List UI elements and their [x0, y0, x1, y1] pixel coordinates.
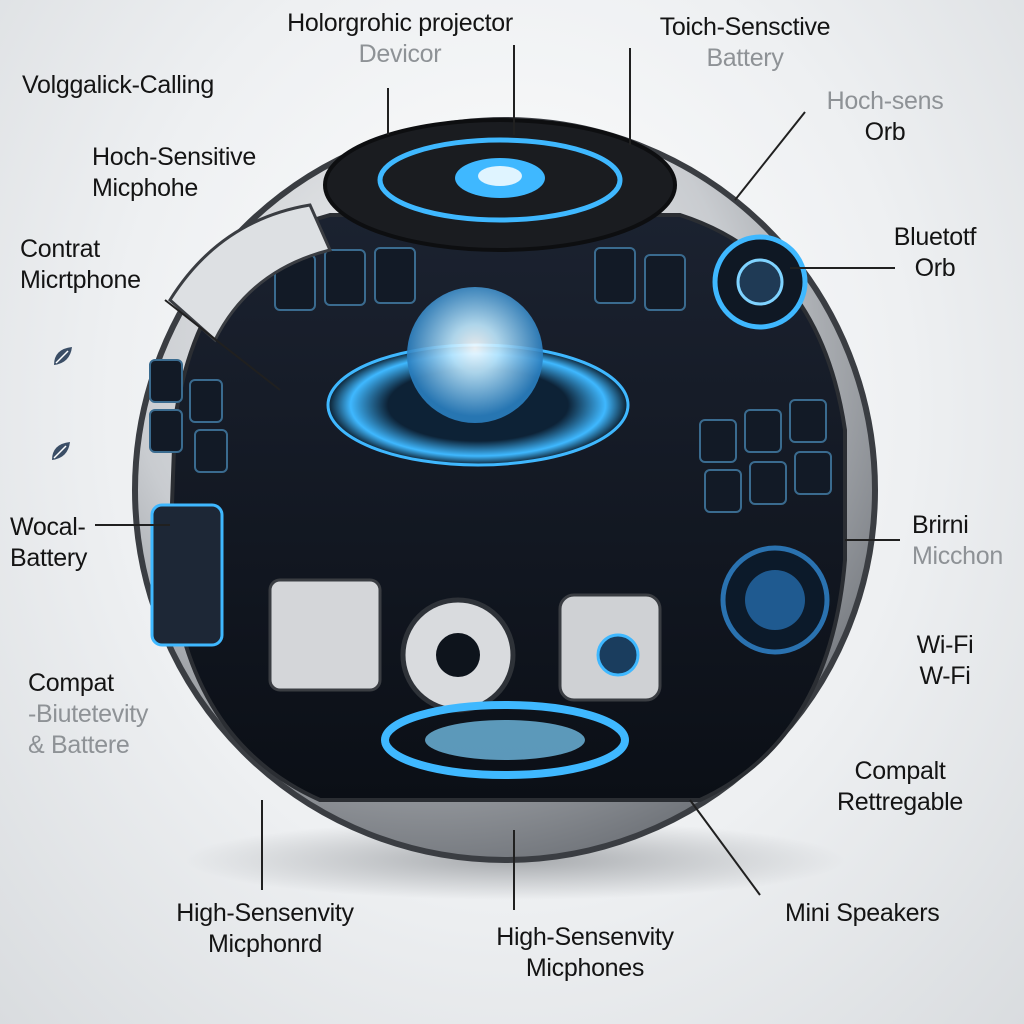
label-high-sensitive-microphone: Hoch-Sensitive Micphohe	[92, 142, 256, 204]
label-high-sensitivity-microphone-left: High-Sensenvity Micphonrd	[130, 898, 400, 960]
label-brini-microphone: Brirni Micchon	[912, 510, 1020, 572]
label-compact-rechargeable: Compalt Rettregable	[800, 756, 1000, 818]
label-compact-bluetooth-battery: Compat -Biutetevity & Battere	[28, 668, 148, 761]
label-touch-sensitive-battery: Toich-Sensctive Battery	[620, 12, 870, 74]
label-compact-microphone: Contrat Micrtphone	[20, 234, 141, 296]
label-voice-calling: Volggalick-Calling	[22, 70, 214, 101]
label-high-sensitivity-microphones-center: High-Sensenvity Micphones	[450, 922, 720, 984]
hologram-sphere	[407, 287, 543, 423]
label-bluetooth-orb: Bluetotf Orb	[860, 222, 1010, 284]
leaf-icon	[48, 438, 74, 464]
label-wifi: Wi-Fi W-Fi	[880, 630, 1010, 692]
label-touch-orb: Hoch-sens Orb	[800, 86, 970, 148]
leaf-icon	[50, 343, 76, 369]
label-vocal-battery: Wocal- Battery	[10, 512, 87, 574]
label-mini-speakers: Mini Speakers	[785, 898, 940, 929]
label-holographic-projector: Holorgrohic projector Devicor	[240, 8, 560, 70]
